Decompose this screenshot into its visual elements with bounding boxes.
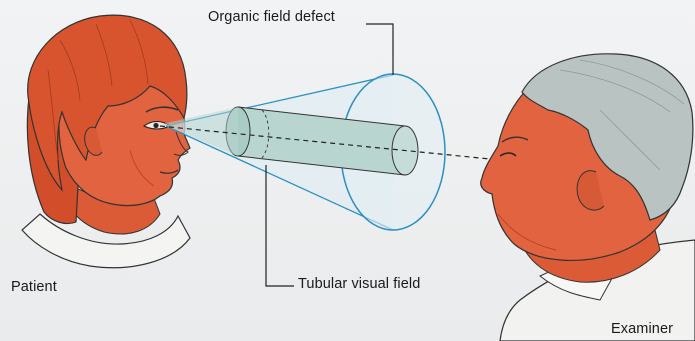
- label-tubular-visual-field: Tubular visual field: [298, 276, 420, 292]
- patient-pupil: [153, 123, 158, 128]
- examiner-figure: [481, 54, 695, 341]
- label-examiner: Examiner: [611, 321, 673, 337]
- label-patient: Patient: [11, 279, 57, 295]
- defect-leader-line: [366, 24, 393, 75]
- patient-figure: [22, 15, 190, 268]
- label-organic-field-defect: Organic field defect: [208, 9, 335, 25]
